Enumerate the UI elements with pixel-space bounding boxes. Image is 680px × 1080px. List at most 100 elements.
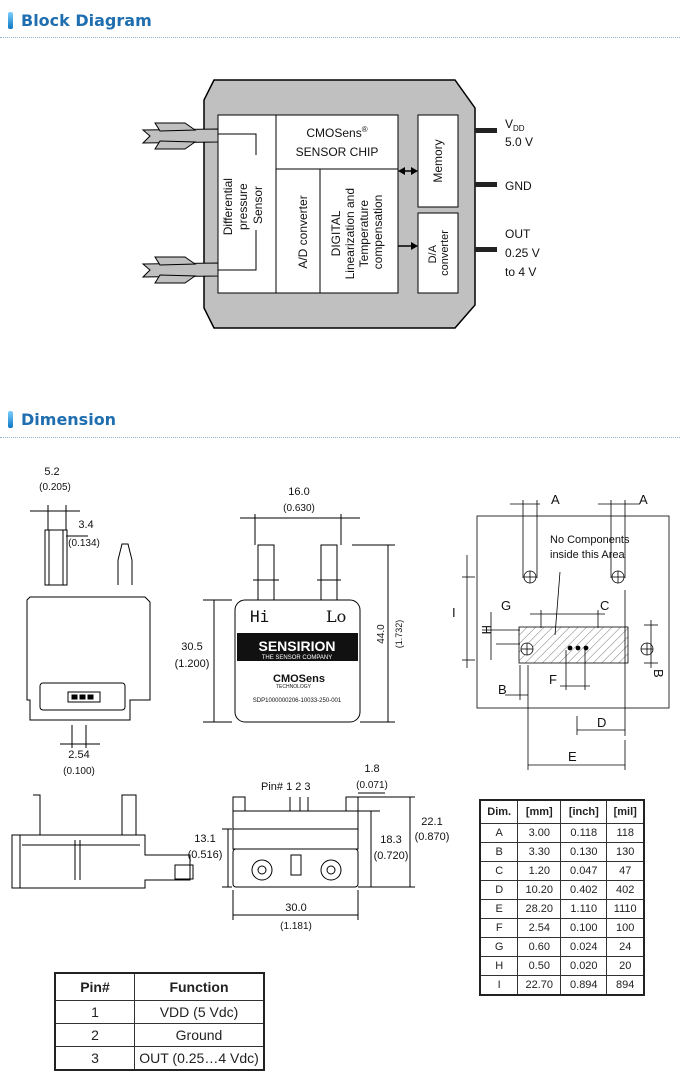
table-cell: Ground [134, 1023, 265, 1047]
letter-g: G [501, 598, 511, 613]
brand-tagline: THE SENSOR COMPANY [262, 655, 333, 661]
col-header: [inch] [560, 799, 608, 824]
table-cell: 1 [54, 1000, 135, 1024]
dim-13-1: 13.1 [194, 833, 215, 845]
letter-b-right: B [651, 669, 666, 678]
dim-1-8: 1.8 [364, 763, 379, 775]
section-bullet-icon [8, 11, 13, 29]
dim-44-0-inch: (1.732) [394, 620, 404, 649]
view-bottom [222, 792, 415, 920]
view-profile [11, 794, 194, 889]
col-header: [mil] [606, 799, 645, 824]
table-cell: 100 [606, 918, 645, 938]
brand-name: SENSIRION [258, 638, 335, 654]
col-header: [mm] [517, 799, 562, 824]
col-header: Dim. [479, 799, 519, 824]
table-cell: 0.60 [517, 937, 562, 957]
block-diagram: Differential pressure Sensor CMOSens® SE… [141, 79, 543, 329]
dim-2-54-inch: (0.100) [63, 766, 95, 777]
lo-label: Lo [326, 607, 346, 626]
section-divider [0, 37, 680, 38]
table-header-row: Dim. [mm] [inch] [mil] [479, 799, 645, 824]
table-cell: 0.024 [560, 937, 608, 957]
table-cell: 0.130 [560, 842, 608, 862]
table-cell: 20 [606, 956, 645, 976]
vdd-value: 5.0 V [505, 135, 533, 149]
adc-label: A/D converter [296, 195, 310, 268]
vdd-label: VDD [505, 117, 525, 133]
dim-30-0: 30.0 [285, 902, 306, 914]
table-cell: 118 [606, 823, 645, 843]
table-cell: H [479, 956, 519, 976]
view-front [203, 514, 395, 723]
col-header: Function [134, 972, 265, 1001]
table-cell: C [479, 861, 519, 881]
table-cell: 47 [606, 861, 645, 881]
dim-18-3-inch: (0.720) [374, 850, 409, 862]
part-number: SDP1000000206-10033-250-001 [253, 698, 342, 704]
no-components-label: No Components inside this Area [550, 534, 633, 561]
cmosens-logo: CMOSens [273, 673, 325, 685]
dim-30-5-inch: (1.200) [175, 658, 210, 670]
view-footprint [462, 500, 670, 770]
table-cell: 0.020 [560, 956, 608, 976]
table-cell: 3.00 [517, 823, 562, 843]
table-cell: D [479, 880, 519, 900]
chip-label: CMOSens® [306, 125, 367, 140]
letter-a-right: A [639, 492, 648, 507]
dimension-header: Dimension [8, 408, 116, 430]
table-cell: OUT (0.25…4 Vdc) [134, 1046, 265, 1071]
letter-f: F [549, 672, 557, 687]
col-header: Pin# [54, 972, 135, 1001]
dim-18-3: 18.3 [380, 834, 401, 846]
table-cell: 1110 [606, 899, 645, 919]
table-cell: 2 [54, 1023, 135, 1047]
table-cell: 3 [54, 1046, 135, 1071]
sensor-label: Differential pressure Sensor [221, 175, 265, 235]
dim-44-0: 44.0 [376, 624, 387, 644]
table-cell: 2.54 [517, 918, 562, 938]
table-cell: 3.30 [517, 842, 562, 862]
dim-1-8-inch: (0.071) [356, 780, 388, 791]
table-cell: B [479, 842, 519, 862]
brand-strip [237, 633, 358, 661]
hi-label: Hi [250, 607, 269, 626]
dimension-drawings: 5.2 (0.205) 3.4 (0.134) 2.54 (0.100) Hi … [11, 466, 670, 932]
dim-16-0-inch: (0.630) [283, 503, 315, 514]
pin-numbers: Pin# 1 2 3 [261, 781, 311, 793]
out-label: OUT 0.25 V to 4 V [505, 227, 543, 279]
section-divider [0, 437, 680, 438]
letter-c: C [600, 598, 609, 613]
dim-30-5: 30.5 [181, 641, 202, 653]
dim-3-4: 3.4 [78, 519, 93, 531]
table-cell: F [479, 918, 519, 938]
memory-label: Memory [431, 139, 445, 182]
dim-3-4-inch: (0.134) [68, 538, 100, 549]
chip-label-2: SENSOR CHIP [296, 145, 379, 159]
dim-22-1-inch: (0.870) [415, 831, 450, 843]
dim-16-0: 16.0 [288, 486, 309, 498]
dac-block [417, 212, 459, 294]
dim-5-2: 5.2 [44, 466, 59, 478]
dim-30-0-inch: (1.181) [280, 921, 312, 932]
table-cell: 0.894 [560, 975, 608, 996]
table-cell: 894 [606, 975, 645, 996]
table-cell: 0.402 [560, 880, 608, 900]
tube-bottom [141, 256, 219, 284]
table-cell: I [479, 975, 519, 996]
table-cell: 0.118 [560, 823, 608, 843]
table-cell: 22.70 [517, 975, 562, 996]
table-cell: 1.110 [560, 899, 608, 919]
dim-13-1-inch: (0.516) [188, 849, 223, 861]
technology-label: TECHNOLOGY [276, 684, 312, 690]
table-cell: 0.100 [560, 918, 608, 938]
digital-label: DIGITAL Linearization and Temperature co… [329, 185, 385, 280]
table-cell: 1.20 [517, 861, 562, 881]
